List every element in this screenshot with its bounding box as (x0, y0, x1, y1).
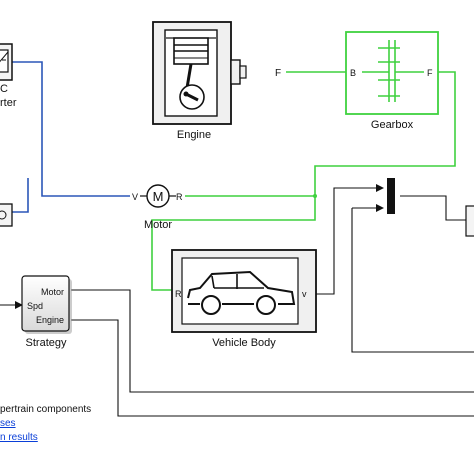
motor-block[interactable]: M (140, 184, 176, 208)
dc-converter-label-1: C (0, 83, 8, 95)
annotation-powertrain-text: pertrain components (0, 404, 92, 415)
strategy-title: Strategy (26, 337, 67, 349)
gearbox-port-f: F (427, 68, 433, 78)
scope-block-partial[interactable] (465, 205, 474, 237)
wire-mux-out (400, 195, 474, 221)
motor-symbol: M (153, 189, 164, 204)
dc-converter-label-2: rter (0, 97, 17, 109)
strategy-port-engine: Engine (36, 315, 64, 325)
wire-strategy-motor (71, 289, 474, 393)
motor-port-v: V (132, 192, 138, 202)
mux-block[interactable] (387, 178, 395, 214)
wire-gearbox-to-motor (185, 71, 456, 197)
engine-block[interactable] (152, 21, 247, 125)
link-results[interactable]: n results (0, 432, 38, 443)
wire-battery-blue (12, 178, 29, 213)
dc-converter-block[interactable] (0, 43, 13, 81)
engine-title: Engine (177, 129, 211, 141)
wire-junction (313, 194, 317, 198)
gearbox-block[interactable] (345, 31, 439, 115)
vehicle-body-title: Vehicle Body (212, 337, 276, 349)
motor-title: Motor (144, 219, 172, 231)
wire-motor-to-vehicle (151, 196, 316, 291)
motor-port-r: R (176, 192, 183, 202)
link-cases[interactable]: ses (0, 418, 16, 429)
wire-strategy-engine (71, 319, 474, 417)
strategy-block[interactable] (21, 275, 72, 334)
gearbox-port-b: B (350, 68, 356, 78)
strategy-port-spd: Spd (27, 301, 43, 311)
engine-port-f: F (275, 68, 281, 79)
vehicle-port-v: v (302, 289, 307, 299)
battery-block[interactable] (0, 203, 13, 227)
vehicle-body-block[interactable] (171, 249, 317, 333)
strategy-port-motor: Motor (41, 287, 64, 297)
wire-mux-feedback (351, 208, 474, 353)
vehicle-port-r: R (175, 289, 182, 299)
wire-dc-to-motor (12, 61, 130, 197)
wire-vehicle-speed (316, 184, 384, 295)
gearbox-title: Gearbox (371, 119, 414, 131)
